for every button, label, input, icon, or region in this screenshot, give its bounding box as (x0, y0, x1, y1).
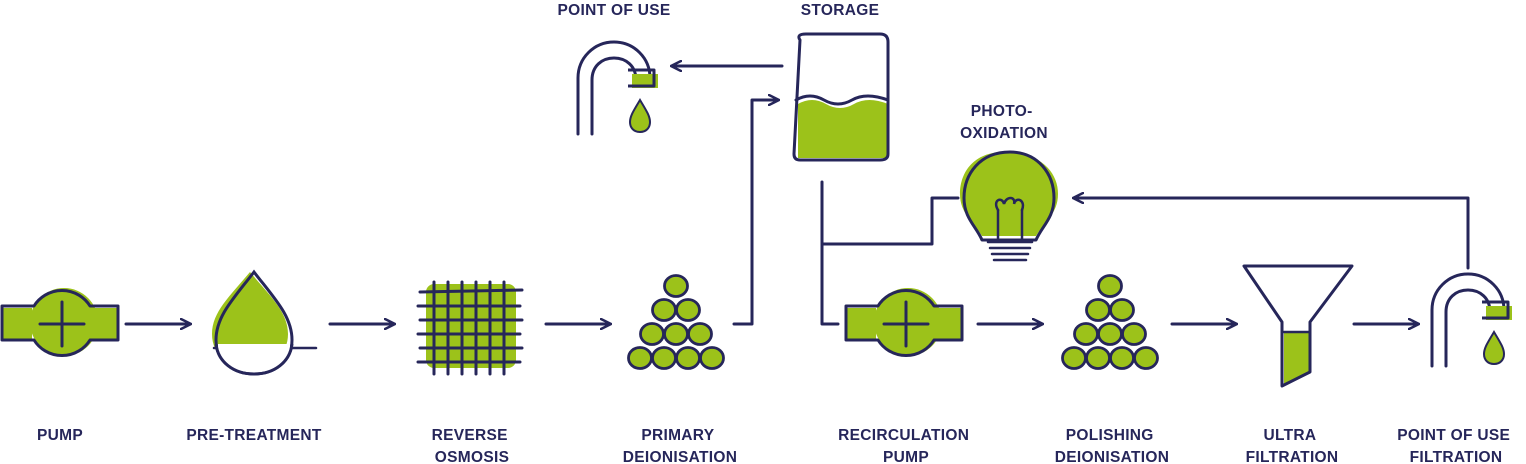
label-photo-oxidation: PHOTO- OXIDATION (960, 103, 1048, 142)
resin-bead (639, 322, 665, 346)
label-storage: STORAGE (801, 2, 879, 19)
resin-bead (1061, 346, 1087, 370)
label-recirculation-pump: RECIRCULATION PUMP (838, 427, 974, 464)
label-point-of-use-filtration: POINT OF USE FILTRATION (1397, 427, 1515, 464)
resin-bead (675, 298, 701, 322)
resin-bead (663, 274, 689, 298)
resin-bead (1133, 346, 1159, 370)
label-reverse-osmosis: REVERSE OSMOSIS (432, 427, 513, 464)
resin-bead (651, 298, 677, 322)
label-ultra-filtration: ULTRA FILTRATION (1246, 427, 1339, 464)
resin-bead (675, 346, 701, 370)
pipe-storage-to-recirculation (820, 180, 840, 326)
pump-icon (844, 288, 964, 358)
uv-lamp-icon (960, 150, 1058, 262)
tap-icon (576, 40, 658, 136)
resin-bead (699, 346, 725, 370)
pipe-return-to-photo-oxidation (1074, 198, 1470, 270)
funnel-icon (1242, 264, 1354, 388)
resin-bead (651, 346, 677, 370)
resin-bead (687, 322, 713, 346)
flow-connectors (124, 66, 1470, 326)
resin-beads-icon (1061, 274, 1159, 370)
resin-bead (663, 322, 689, 346)
label-point-of-use-top: POINT OF USE (558, 2, 671, 19)
pipe-primary-di-to-storage (732, 100, 778, 326)
label-polishing-deionisation: POLISHING DEIONISATION (1055, 427, 1169, 464)
pump-icon (0, 288, 120, 358)
membrane-grid-icon (416, 280, 524, 376)
resin-bead (1085, 298, 1111, 322)
tank-icon (792, 32, 890, 162)
resin-bead (1097, 274, 1123, 298)
pipe-to-photo-oxidation (820, 196, 960, 246)
label-primary-deionisation: PRIMARY DEIONISATION (623, 427, 737, 464)
resin-bead (1085, 346, 1111, 370)
label-pump: PUMP (37, 427, 83, 444)
resin-bead (1109, 346, 1135, 370)
droplet-icon (212, 269, 318, 376)
resin-bead (1109, 298, 1135, 322)
resin-beads-icon (627, 274, 725, 370)
label-pre-treatment: PRE-TREATMENT (186, 427, 322, 444)
resin-bead (1097, 322, 1123, 346)
resin-bead (627, 346, 653, 370)
tap-icon (1430, 272, 1512, 368)
resin-bead (1073, 322, 1099, 346)
node-labels: POINT OF USE STORAGE PHOTO- OXIDATION PU… (37, 2, 1515, 464)
resin-bead (1121, 322, 1147, 346)
